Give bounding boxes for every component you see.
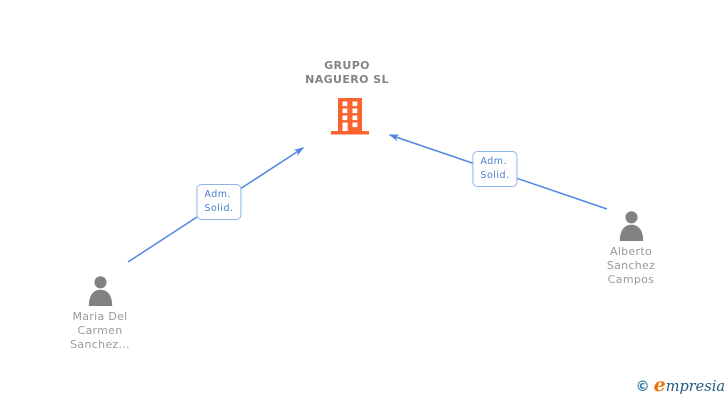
- person-node-maria[interactable]: Maria Del Carmen Sanchez...: [40, 276, 160, 352]
- person-node-label: Maria Del Carmen Sanchez...: [70, 310, 130, 351]
- edge-label-adm-solid-right: Adm. Solid.: [472, 151, 518, 187]
- company-node[interactable]: [330, 98, 370, 139]
- company-node-label: GRUPO NAGUERO SL: [305, 59, 389, 86]
- brand-letter-e: e: [653, 374, 666, 396]
- person-icon: [617, 211, 646, 245]
- person-icon: [86, 276, 115, 310]
- edge-label-adm-solid-left: Adm. Solid.: [196, 184, 242, 220]
- person-node-alberto[interactable]: Alberto Sanchez Campos: [571, 211, 691, 287]
- copyright-icon: ©: [635, 379, 650, 395]
- person-node-label: Alberto Sanchez Campos: [606, 245, 656, 286]
- empresia-logo: ©empresia: [636, 374, 725, 396]
- brand-name-rest: mpresia: [665, 379, 725, 395]
- building-icon: [331, 98, 369, 135]
